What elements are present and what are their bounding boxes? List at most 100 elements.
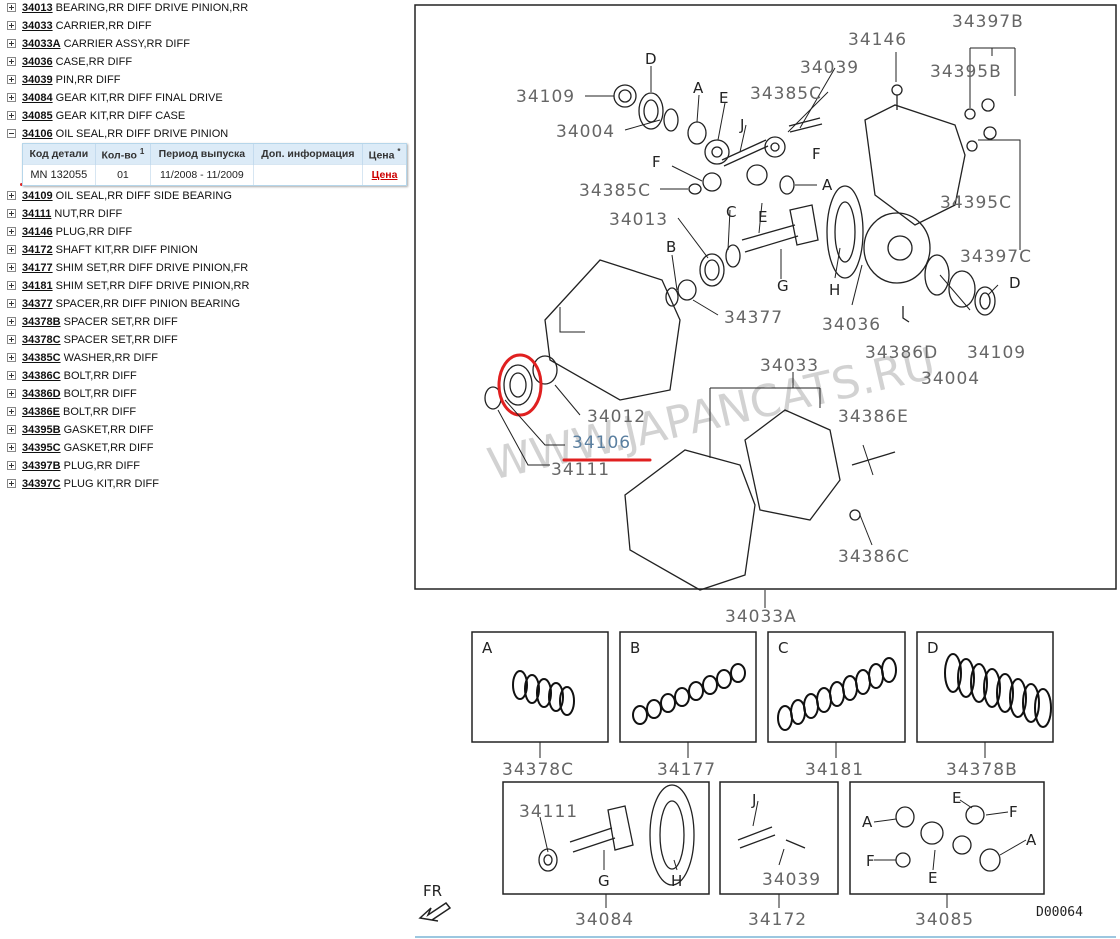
- part-code-link[interactable]: 34172: [22, 244, 53, 256]
- tree-item-34386d[interactable]: 34386D BOLT,RR DIFF: [0, 386, 410, 404]
- tree-item-34397c[interactable]: 34397C PLUG KIT,RR DIFF: [0, 476, 410, 494]
- tree-item-label[interactable]: 34378C SPACER SET,RR DIFF: [22, 332, 178, 349]
- tree-item-34397b[interactable]: 34397B PLUG,RR DIFF: [0, 458, 410, 476]
- tree-item-34111[interactable]: 34111 NUT,RR DIFF: [0, 206, 410, 224]
- tree-item-34033a[interactable]: 34033A CARRIER ASSY,RR DIFF: [0, 36, 410, 54]
- tree-item-34033[interactable]: 34033 CARRIER,RR DIFF: [0, 18, 410, 36]
- expand-toggle-icon[interactable]: [7, 425, 16, 434]
- tree-item-label[interactable]: 34395C GASKET,RR DIFF: [22, 440, 153, 457]
- tree-item-label[interactable]: 34181 SHIM SET,RR DIFF DRIVE PINION,RR: [22, 278, 249, 295]
- part-code-link[interactable]: 34397B: [22, 460, 61, 472]
- tree-item-label[interactable]: 34036 CASE,RR DIFF: [22, 54, 132, 71]
- part-code-link[interactable]: 34386C: [22, 370, 61, 382]
- tree-item-label[interactable]: 34146 PLUG,RR DIFF: [22, 224, 132, 241]
- part-code-link[interactable]: 34378C: [22, 334, 61, 346]
- part-code-link[interactable]: 34033A: [22, 38, 61, 50]
- part-code-link[interactable]: 34146: [22, 226, 53, 238]
- tree-item-34181[interactable]: 34181 SHIM SET,RR DIFF DRIVE PINION,RR: [0, 278, 410, 296]
- tree-item-34386e[interactable]: 34386E BOLT,RR DIFF: [0, 404, 410, 422]
- part-code-link[interactable]: 34109: [22, 190, 53, 202]
- tree-item-34378c[interactable]: 34378C SPACER SET,RR DIFF: [0, 332, 410, 350]
- expand-toggle-icon[interactable]: [7, 75, 16, 84]
- expand-toggle-icon[interactable]: [7, 3, 16, 12]
- part-code-link[interactable]: 34177: [22, 262, 53, 274]
- tree-item-label[interactable]: 34177 SHIM SET,RR DIFF DRIVE PINION,FR: [22, 260, 248, 277]
- part-code-link[interactable]: 34385C: [22, 352, 61, 364]
- part-code-link[interactable]: 34395C: [22, 442, 61, 454]
- tree-item-label[interactable]: 34172 SHAFT KIT,RR DIFF PINION: [22, 242, 198, 259]
- tree-item-label[interactable]: 34085 GEAR KIT,RR DIFF CASE: [22, 108, 185, 125]
- tree-item-label[interactable]: 34106 OIL SEAL,RR DIFF DRIVE PINION: [22, 126, 228, 143]
- expand-toggle-icon[interactable]: [7, 299, 16, 308]
- part-code-link[interactable]: 34378B: [22, 316, 61, 328]
- tree-item-34385c[interactable]: 34385C WASHER,RR DIFF: [0, 350, 410, 368]
- expand-toggle-icon[interactable]: [7, 209, 16, 218]
- price-link[interactable]: Цена: [371, 169, 398, 181]
- part-code-link[interactable]: 34085: [22, 110, 53, 122]
- tree-item-34013[interactable]: 34013 BEARING,RR DIFF DRIVE PINION,RR: [0, 0, 410, 18]
- expand-toggle-icon[interactable]: [7, 389, 16, 398]
- part-code-link[interactable]: 34386D: [22, 388, 61, 400]
- expand-toggle-icon[interactable]: [7, 461, 16, 470]
- expand-toggle-icon[interactable]: [7, 57, 16, 66]
- tree-item-34084[interactable]: 34084 GEAR KIT,RR DIFF FINAL DRIVE: [0, 90, 410, 108]
- expand-toggle-icon[interactable]: [7, 39, 16, 48]
- part-code-link[interactable]: 34106: [22, 128, 53, 140]
- tree-item-label[interactable]: 34377 SPACER,RR DIFF PINION BEARING: [22, 296, 240, 313]
- part-code-link[interactable]: 34013: [22, 2, 53, 14]
- tree-item-label[interactable]: 34385C WASHER,RR DIFF: [22, 350, 158, 367]
- expand-toggle-icon[interactable]: [7, 479, 16, 488]
- expand-toggle-icon[interactable]: [7, 227, 16, 236]
- tree-item-label[interactable]: 34397C PLUG KIT,RR DIFF: [22, 476, 159, 493]
- tree-item-34377[interactable]: 34377 SPACER,RR DIFF PINION BEARING: [0, 296, 410, 314]
- tree-item-34395b[interactable]: 34395B GASKET,RR DIFF: [0, 422, 410, 440]
- part-code-link[interactable]: 34036: [22, 56, 53, 68]
- tree-item-34146[interactable]: 34146 PLUG,RR DIFF: [0, 224, 410, 242]
- part-code-link[interactable]: 34377: [22, 298, 53, 310]
- part-code-link[interactable]: 34395B: [22, 424, 61, 436]
- part-code-link[interactable]: 34397C: [22, 478, 61, 490]
- tree-item-label[interactable]: 34395B GASKET,RR DIFF: [22, 422, 153, 439]
- tree-item-34039[interactable]: 34039 PIN,RR DIFF: [0, 72, 410, 90]
- tree-item-34109[interactable]: 34109 OIL SEAL,RR DIFF SIDE BEARING: [0, 188, 410, 206]
- expand-toggle-icon[interactable]: [7, 335, 16, 344]
- tree-item-34395c[interactable]: 34395C GASKET,RR DIFF: [0, 440, 410, 458]
- part-code-link[interactable]: 34111: [22, 208, 52, 220]
- tree-item-34106[interactable]: 34106 OIL SEAL,RR DIFF DRIVE PINION: [0, 126, 410, 144]
- tree-item-label[interactable]: 34386C BOLT,RR DIFF: [22, 368, 137, 385]
- tree-item-label[interactable]: 34386D BOLT,RR DIFF: [22, 386, 137, 403]
- tree-item-34085[interactable]: 34085 GEAR KIT,RR DIFF CASE: [0, 108, 410, 126]
- tree-item-label[interactable]: 34084 GEAR KIT,RR DIFF FINAL DRIVE: [22, 90, 223, 107]
- expand-toggle-icon[interactable]: [7, 93, 16, 102]
- expand-toggle-icon[interactable]: [7, 317, 16, 326]
- tree-item-34386c[interactable]: 34386C BOLT,RR DIFF: [0, 368, 410, 386]
- tree-item-label[interactable]: 34109 OIL SEAL,RR DIFF SIDE BEARING: [22, 188, 232, 205]
- tree-item-34177[interactable]: 34177 SHIM SET,RR DIFF DRIVE PINION,FR: [0, 260, 410, 278]
- tree-item-34172[interactable]: 34172 SHAFT KIT,RR DIFF PINION: [0, 242, 410, 260]
- part-code-link[interactable]: 34181: [22, 280, 53, 292]
- expand-toggle-icon[interactable]: [7, 191, 16, 200]
- expand-toggle-icon[interactable]: [7, 129, 16, 138]
- expand-toggle-icon[interactable]: [7, 407, 16, 416]
- tree-item-label[interactable]: 34013 BEARING,RR DIFF DRIVE PINION,RR: [22, 0, 248, 17]
- tree-item-label[interactable]: 34039 PIN,RR DIFF: [22, 72, 120, 89]
- tree-item-label[interactable]: 34033 CARRIER,RR DIFF: [22, 18, 152, 35]
- expand-toggle-icon[interactable]: [7, 443, 16, 452]
- expand-toggle-icon[interactable]: [7, 245, 16, 254]
- expand-toggle-icon[interactable]: [7, 263, 16, 272]
- expand-toggle-icon[interactable]: [7, 371, 16, 380]
- tree-item-34036[interactable]: 34036 CASE,RR DIFF: [0, 54, 410, 72]
- expand-toggle-icon[interactable]: [7, 281, 16, 290]
- part-code-link[interactable]: 34084: [22, 92, 53, 104]
- part-code-link[interactable]: 34039: [22, 74, 53, 86]
- tree-item-34378b[interactable]: 34378B SPACER SET,RR DIFF: [0, 314, 410, 332]
- tree-item-label[interactable]: 34386E BOLT,RR DIFF: [22, 404, 136, 421]
- expand-toggle-icon[interactable]: [7, 111, 16, 120]
- part-code-link[interactable]: 34033: [22, 20, 53, 32]
- tree-item-label[interactable]: 34111 NUT,RR DIFF: [22, 206, 122, 223]
- tree-item-label[interactable]: 34378B SPACER SET,RR DIFF: [22, 314, 178, 331]
- expand-toggle-icon[interactable]: [7, 353, 16, 362]
- tree-item-label[interactable]: 34397B PLUG,RR DIFF: [22, 458, 140, 475]
- expand-toggle-icon[interactable]: [7, 21, 16, 30]
- part-code-link[interactable]: 34386E: [22, 406, 60, 418]
